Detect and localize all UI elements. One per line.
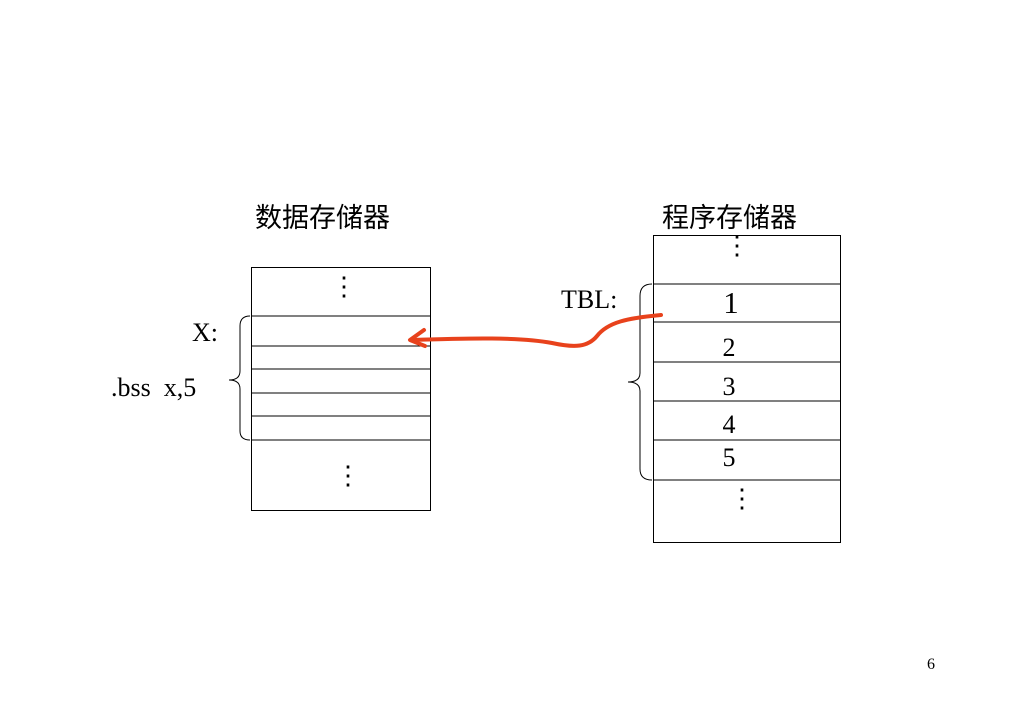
data-memory-top-ellipsis: ⋮: [331, 272, 357, 301]
program-memory-value-5: 5: [722, 443, 736, 472]
program-memory-bottom-ellipsis: ⋮: [729, 484, 755, 513]
tbl-brace: [627, 283, 653, 481]
tbl-label: TBL:: [561, 285, 618, 314]
data-memory-title: 数据存储器: [255, 203, 390, 234]
page-number: 6: [927, 656, 935, 673]
program-memory-value-3: 3: [722, 372, 736, 401]
program-memory-value-2: 2: [722, 333, 736, 362]
bss-brace: [228, 315, 251, 441]
program-memory-box: [653, 235, 841, 543]
program-memory-title: 程序存储器: [662, 203, 797, 234]
program-memory-value-4: 4: [722, 410, 736, 439]
x-label: X:: [192, 318, 218, 347]
data-memory-box: [251, 267, 431, 511]
data-memory-bottom-ellipsis: ⋮: [335, 461, 361, 490]
copy-arrow: [410, 313, 663, 348]
program-memory-value-1: 1: [723, 285, 739, 320]
bss-directive-label: .bss x,5: [111, 373, 197, 402]
copy-arrow-head: [408, 328, 427, 348]
program-memory-top-ellipsis: ⋮: [724, 231, 750, 260]
